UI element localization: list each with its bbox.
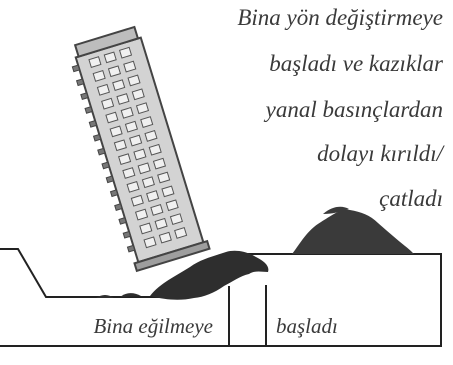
building-window — [123, 60, 137, 73]
building-window — [139, 222, 153, 235]
building-window — [129, 134, 143, 147]
building-window — [157, 171, 171, 184]
building-window — [112, 79, 126, 92]
building-window — [96, 83, 110, 96]
building-balcony-fin — [101, 161, 110, 170]
building-window — [150, 204, 164, 216]
building-balcony-fin — [80, 92, 89, 101]
building-window — [118, 153, 132, 166]
caption-line-4: dolayı kırıldı/ — [317, 141, 445, 166]
building-balcony-fin — [118, 217, 127, 225]
building-balcony-fin — [122, 230, 132, 239]
building-window — [131, 88, 145, 101]
building-window — [169, 213, 183, 226]
building-window — [103, 51, 117, 64]
building-window — [113, 139, 127, 152]
building-window — [161, 185, 175, 198]
building-window — [152, 157, 167, 170]
building-window — [141, 176, 155, 189]
building-window — [124, 120, 139, 133]
caption-line-3: yanal basınçlardan — [264, 97, 443, 122]
building-base — [133, 239, 211, 273]
building-window — [133, 148, 147, 161]
building-window — [105, 111, 119, 124]
building-window — [120, 106, 134, 119]
building-balcony-fin — [114, 203, 123, 211]
building-window — [92, 70, 106, 82]
bottom-caption: Bina eğilmeye başladı — [93, 314, 337, 338]
building-window — [134, 208, 149, 221]
building-balcony-fin — [126, 244, 136, 253]
building-window — [148, 143, 162, 156]
building-window — [118, 46, 133, 59]
building-balcony-fin — [105, 175, 115, 184]
building-window — [140, 116, 154, 128]
building-windows — [88, 46, 188, 249]
building-window — [130, 194, 144, 207]
bottom-caption-right: başladı — [276, 314, 338, 338]
top-caption: Bina yön değiştirmeye başladı ve kazıkla… — [237, 5, 445, 211]
building-window — [146, 190, 160, 202]
building-window — [135, 102, 150, 115]
building-roof — [73, 25, 140, 58]
building-window — [158, 231, 172, 244]
building-window — [116, 93, 130, 105]
building-window — [143, 236, 157, 249]
building-window — [122, 167, 136, 179]
building-window — [127, 74, 141, 87]
building-balcony-fin — [92, 133, 102, 142]
building-window — [174, 227, 188, 239]
building-balcony-fin — [88, 119, 98, 128]
building-balcony-fin — [71, 64, 81, 73]
rubble-pile-left — [96, 250, 269, 300]
building-side-fins — [71, 64, 136, 253]
building-window — [107, 65, 122, 78]
tilted-building — [71, 25, 211, 273]
caption-line-1: Bina yön değiştirmeye — [237, 5, 443, 30]
building-window — [101, 97, 115, 110]
building-window — [109, 125, 123, 138]
building-balcony-fin — [109, 189, 119, 198]
rubble-mound-right — [292, 206, 414, 254]
caption-line-2: başladı ve kazıklar — [269, 51, 444, 76]
building-window — [154, 217, 168, 230]
building-balcony-fin — [75, 78, 85, 87]
building-window — [126, 180, 140, 193]
bottom-caption-left: Bina eğilmeye — [93, 314, 213, 338]
caption-line-5: çatladı — [379, 186, 443, 211]
building-balcony-fin — [84, 106, 93, 114]
building-window — [144, 129, 158, 142]
building-window — [165, 199, 179, 212]
building-window — [88, 56, 102, 68]
building-balcony-fin — [97, 147, 106, 156]
building-window — [137, 162, 151, 175]
